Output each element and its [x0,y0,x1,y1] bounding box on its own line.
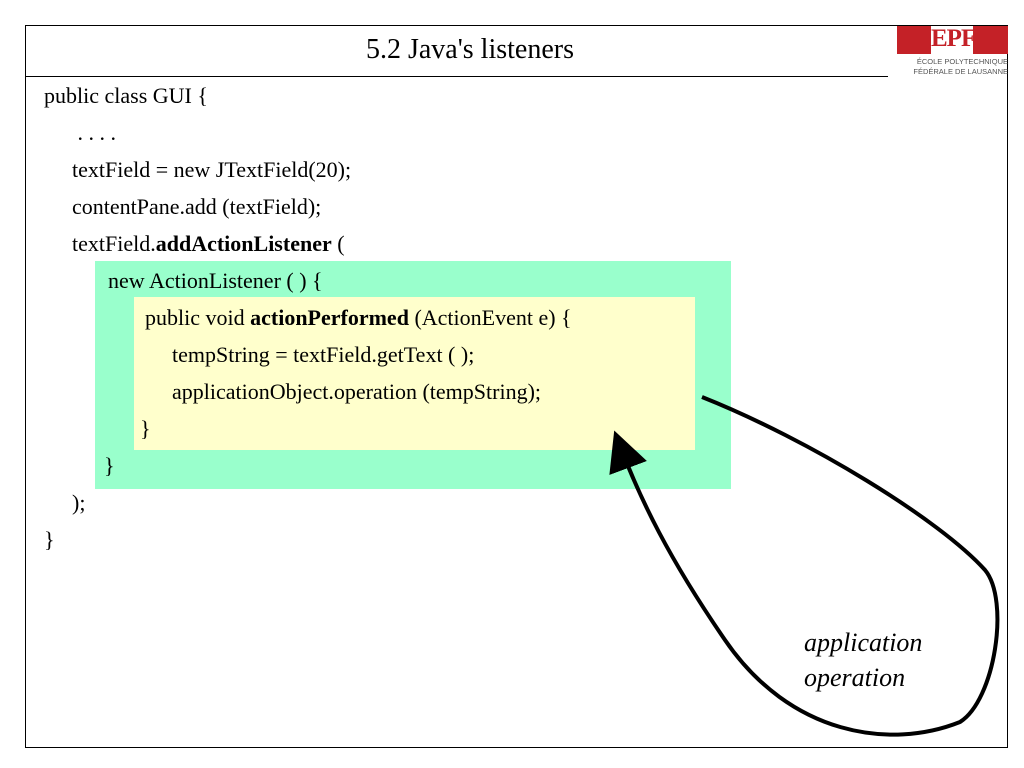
annotation-line-1: application [804,628,923,657]
code-line-ellipsis: . . . . [72,120,117,145]
annotation-label: application operation [804,625,922,695]
code-text: public void [145,305,251,330]
epfl-logo: EPFL ÉCOLE POLYTECHNIQUE FÉDÉRALE DE LAU… [897,25,1008,90]
code-text: textField. [72,231,156,256]
code-line-textfield-new: textField = new JTextField(20); [72,157,352,182]
logo-bar-left [897,26,931,54]
annotation-line-2: operation [804,663,906,692]
code-keyword-actionperformed: actionPerformed [250,305,409,330]
logo-line-2: FÉDÉRALE DE LAUSANNE [913,67,1008,76]
logo-line-1: ÉCOLE POLYTECHNIQUE [916,57,1008,66]
slide-frame [25,25,1008,748]
code-line-close-class: } [44,527,55,552]
code-line-close-paren: ); [72,490,86,515]
code-line-action-performed: public void actionPerformed (ActionEvent… [145,305,572,331]
code-text: (ActionEvent e) { [408,305,572,330]
code-line-add-listener: textField.addActionListener ( [72,231,345,257]
logo-bar-right [973,26,1008,54]
slide-title: 5.2 Java's listeners [365,34,574,65]
code-line-operation-call: applicationObject.operation (tempString)… [172,379,542,404]
code-line-contentpane-add: contentPane.add (textField); [72,194,322,219]
code-line-new-actionlistener: new ActionListener ( ) { [108,268,323,293]
code-line-get-text: tempString = textField.getText ( ); [172,342,475,367]
code-line-close-method: } [140,416,151,441]
header-divider [26,76,888,77]
action-performed-highlight [134,297,695,450]
code-line-close-listener: } [104,453,115,478]
call-arrow-path [609,395,1000,737]
code-text: ( [331,231,345,256]
code-line-class-decl: public class GUI { [44,83,208,108]
code-keyword-addactionlistener: addActionListener [155,231,332,256]
